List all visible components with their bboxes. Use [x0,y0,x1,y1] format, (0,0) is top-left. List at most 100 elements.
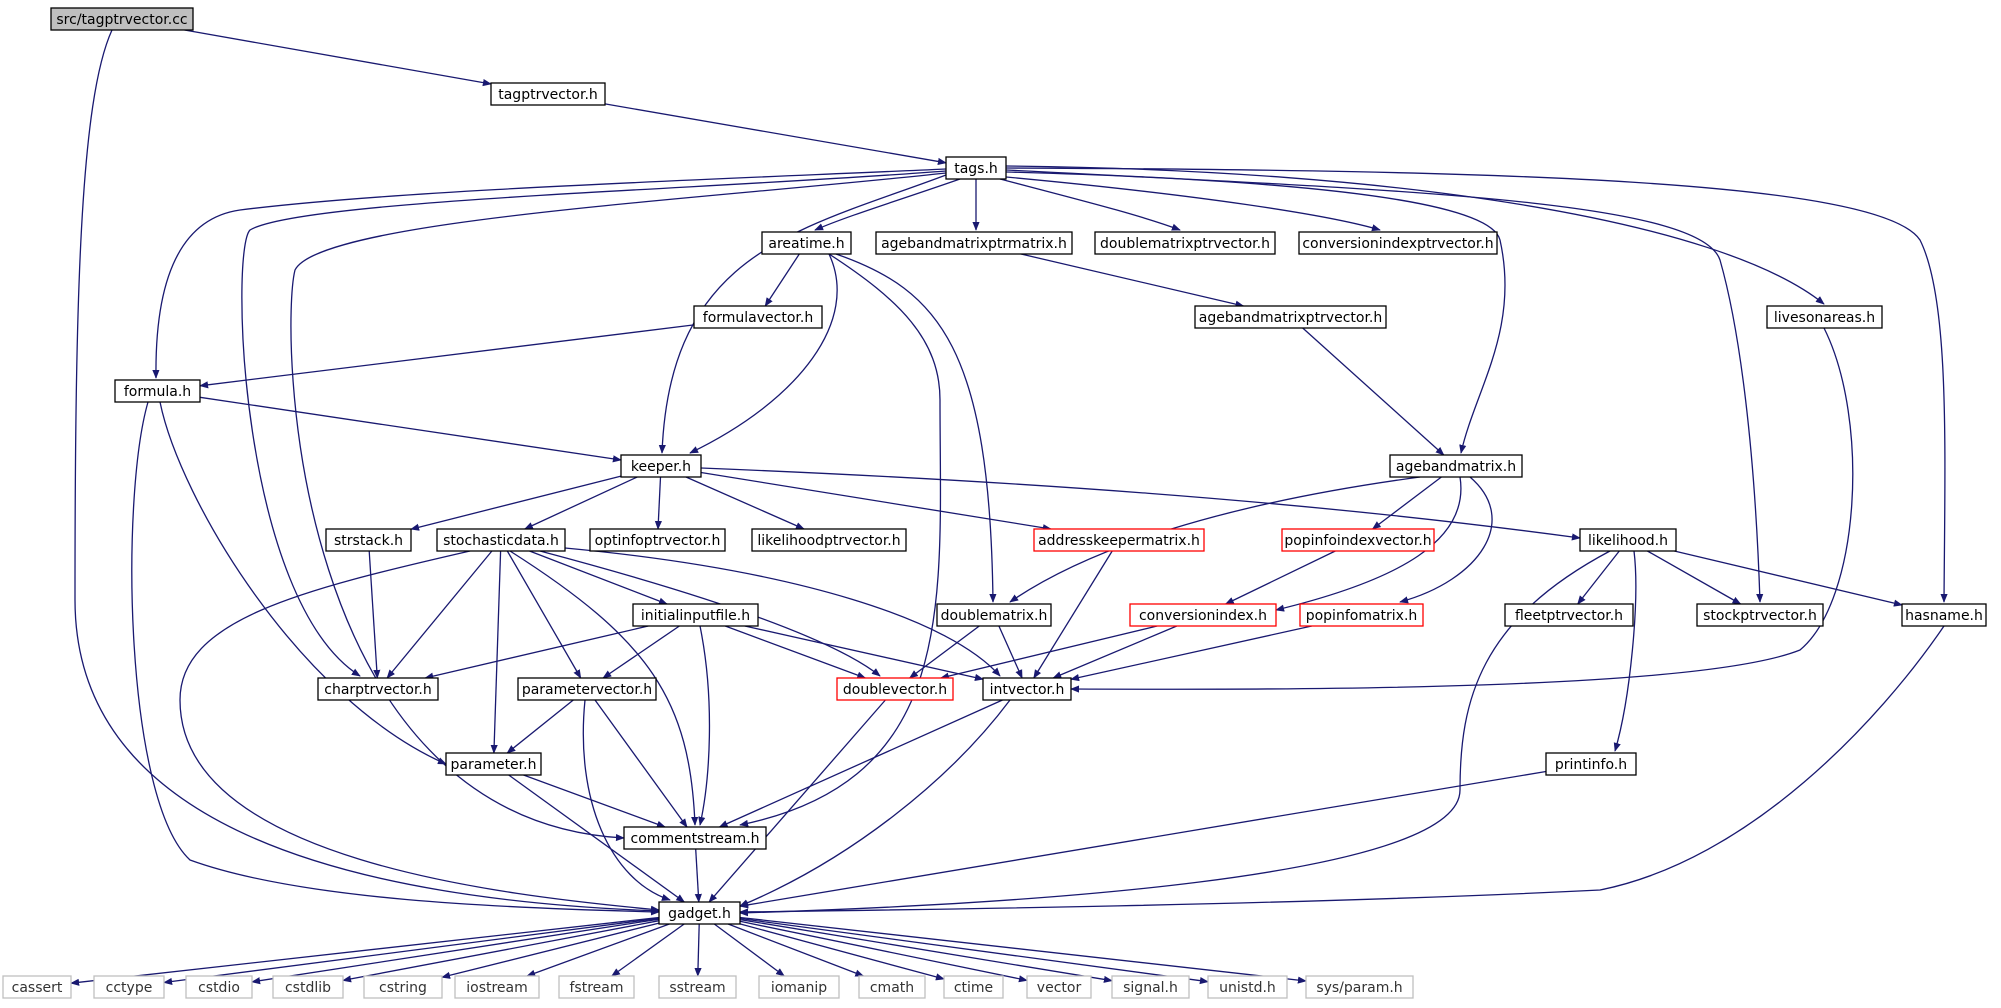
node-agebandmatrixptrmatrix-h[interactable]: agebandmatrixptrmatrix.h [875,231,1073,255]
node-box [761,231,852,255]
edge-likelihood-to-hasname [1674,550,1903,607]
node-label: initialinputfile.h [641,608,750,624]
edge-tags-to-areatime [814,178,961,231]
node-livesonareas-h[interactable]: livesonareas.h [1766,305,1883,329]
edge-likelihood-to-printinfo [1613,550,1637,752]
edge-intvector-to-commentstream [718,699,1003,828]
node-label: parametervector.h [522,682,652,698]
node-doublematrixptrvector-h[interactable]: doublematrixptrvector.h [1094,231,1276,255]
edge-gadget-to-sstream [694,923,702,977]
node-cassert: cassert [2,975,72,999]
node-label: stockptrvector.h [1703,608,1817,624]
node-label: unistd.h [1219,980,1276,996]
node-formulavector-h[interactable]: formulavector.h [693,305,823,329]
node-intvector-h[interactable]: intvector.h [982,677,1072,701]
node-label: cstdio [198,980,240,996]
node-label: cmath [870,980,914,996]
node-agebandmatrixptrvector-h[interactable]: agebandmatrixptrvector.h [1194,305,1387,329]
node-box [1545,752,1637,776]
node-box [1696,603,1824,627]
edge-gadget-to-cassert [70,916,660,986]
node-box [1281,528,1435,552]
node-stochasticdata-h[interactable]: stochasticdata.h [436,528,566,552]
node-popinfomatrix-h[interactable]: popinfomatrix.h [1299,603,1424,627]
node-label: charptrvector.h [324,682,431,698]
node-box [1129,603,1277,627]
node-label: ctime [954,980,993,996]
edge-addresskeepermatrix-to-intvector [1033,550,1113,679]
edge-formulavector-to-formula [199,324,695,389]
node-label: keeper.h [631,459,691,475]
node-label: agebandmatrix.h [1396,459,1516,475]
node-box [751,528,907,552]
edge-hasname-to-gadget [739,625,1945,916]
node-cmath: cmath [858,975,926,999]
node-label: areatime.h [768,236,844,252]
node-tagptrvector-h[interactable]: tagptrvector.h [490,82,606,106]
node-label: printinfo.h [1555,757,1627,773]
node-box [517,677,657,701]
node-box [363,975,443,999]
node-gadget-h[interactable]: gadget.h [658,901,741,925]
edge-gadget-to-cmath [727,923,865,977]
node-label: cstdlib [285,980,331,996]
node-printinfo-h[interactable]: printinfo.h [1545,752,1637,776]
node-box [982,677,1072,701]
node-keeper-h[interactable]: keeper.h [620,454,702,478]
node-conversionindexptrvector-h[interactable]: conversionindexptrvector.h [1298,231,1498,255]
node-box [875,231,1073,255]
node-parametervector-h[interactable]: parametervector.h [517,677,657,701]
node-label: cctype [106,980,153,996]
node-addresskeepermatrix-h[interactable]: addresskeepermatrix.h [1033,528,1205,552]
node-signal-h: signal.h [1111,975,1190,999]
node-label: iomanip [771,980,827,996]
node-commentstream-h[interactable]: commentstream.h [623,826,767,850]
node-formula-h[interactable]: formula.h [114,379,201,403]
node-box [758,975,840,999]
node-box [589,528,726,552]
node-initialinputfile-h[interactable]: initialinputfile.h [632,603,759,627]
node-optinfoptrvector-h[interactable]: optinfoptrvector.h [589,528,726,552]
edge-keeper-to-addresskeepermatrix [700,471,1052,532]
node-box [317,677,439,701]
node-cstdio: cstdio [185,975,253,999]
edge-formula-to-keeper [199,396,622,463]
node-src-tagptrvector-cc[interactable]: src/tagptrvector.cc [50,7,194,31]
node-charptrvector-h[interactable]: charptrvector.h [317,677,439,701]
node-areatime-h[interactable]: areatime.h [761,231,852,255]
node-box [632,603,759,627]
node-agebandmatrix-h[interactable]: agebandmatrix.h [1389,454,1523,478]
node-stockptrvector-h[interactable]: stockptrvector.h [1696,603,1824,627]
edge-initialinputfile-to-intvector [744,625,984,681]
node-tags-h[interactable]: tags.h [945,156,1007,180]
node-sys-param-h: sys/param.h [1305,975,1414,999]
node-label: gadget.h [668,906,731,922]
node-hasname-h[interactable]: hasname.h [1901,603,1987,627]
edge-keeper-to-likelihoodptrvector [685,476,805,530]
edge-gadget-to-sysparam [739,916,1307,984]
edge-parameter-to-commentstream [523,774,666,828]
node-box [1299,603,1424,627]
edge-stochasticdata-to-intvector [564,547,1001,677]
node-parameter-h[interactable]: parameter.h [445,752,542,776]
node-label: doublematrixptrvector.h [1100,236,1270,252]
node-popinfoindexvector-h[interactable]: popinfoindexvector.h [1281,528,1435,552]
edge-stochasticdata-to-parametervector [506,550,582,679]
node-label: fleetptrvector.h [1515,608,1623,624]
node-strstack-h[interactable]: strstack.h [325,528,412,552]
node-doublevector-h[interactable]: doublevector.h [836,677,954,701]
edge-printinfo-to-gadget [739,770,1547,909]
node-likelihoodptrvector-h[interactable]: likelihoodptrvector.h [751,528,907,552]
edge-initialinputfile-to-doublevector [724,625,867,679]
edge-stochasticdata-to-parameter [490,550,502,754]
node-box [1094,231,1276,255]
edge-agebandmatrix-to-conversionindex [1275,476,1462,612]
node-fleetptrvector-h[interactable]: fleetptrvector.h [1504,603,1634,627]
node-likelihood-h[interactable]: likelihood.h [1579,528,1677,552]
node-conversionindex-h[interactable]: conversionindex.h [1129,603,1277,627]
node-label: sys/param.h [1316,980,1402,996]
node-doublematrix-h[interactable]: doublematrix.h [936,603,1052,627]
node-label: formula.h [124,384,191,400]
node-box [185,975,253,999]
edge-conversionindex-to-doublevector [939,625,1158,680]
